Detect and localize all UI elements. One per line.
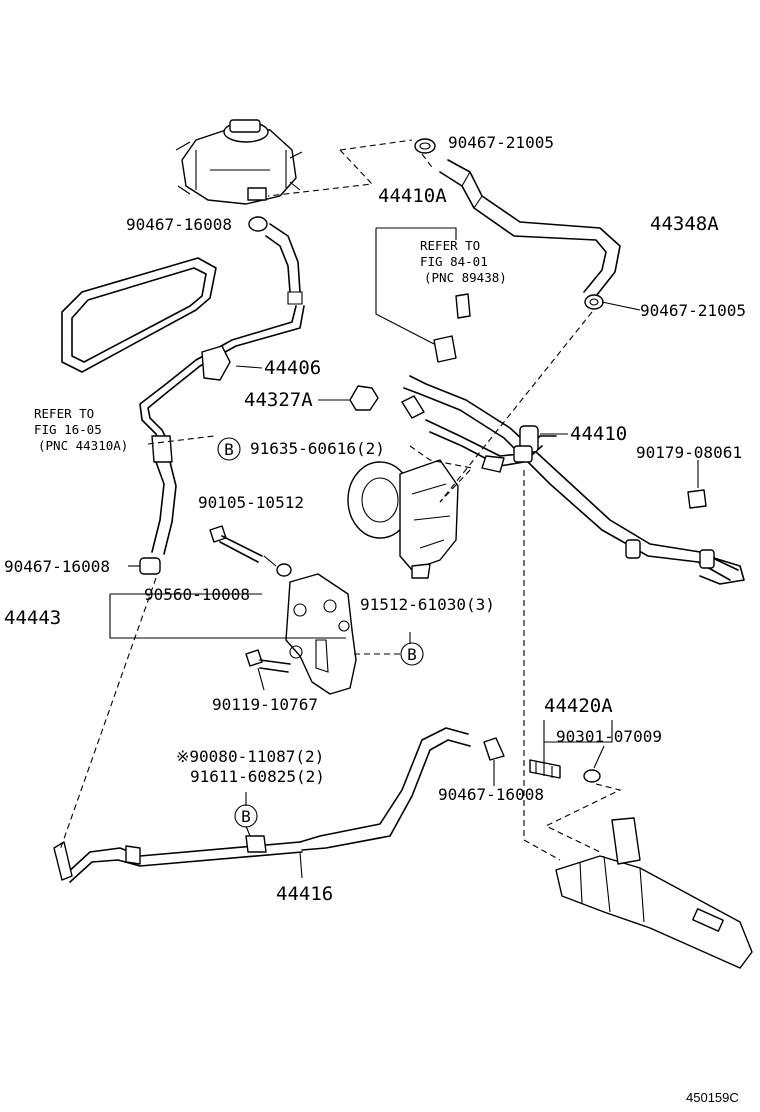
clamp-90467-21005-top [414,138,436,154]
clamp-90467-16008-bottom [483,737,505,761]
pressure-switch [433,293,471,363]
label-44410a: 44410A [378,185,447,207]
label-44443: 44443 [4,607,61,629]
label-44420a: 44420A [544,695,613,717]
bolt-90119-10767 [245,649,291,673]
callout-b-3: B [234,804,258,828]
clamp-90467-16008-top [248,216,268,232]
union-44420a [529,759,561,779]
hose-lower-left [139,435,177,575]
callout-b-1-label: B [224,440,234,459]
hose-reservoir-to-pump [265,223,303,305]
label-90467-21005-right: 90467-21005 [640,301,746,320]
note-pnc-89438: (PNC 89438) [424,270,507,285]
power-steering-pump [347,459,459,579]
note-refer-to-84: REFER TO [420,238,480,253]
label-91635-60616: 91635-60616(2) [250,439,385,458]
label-90119-10767: 90119-10767 [212,695,318,714]
label-44410: 44410 [570,423,627,445]
note-pnc-44310a: (PNC 44310A) [38,438,128,453]
callout-b-2: B [400,642,424,666]
label-90301-07009: 90301-07009 [556,727,662,746]
label-90105-10512: 90105-10512 [198,493,304,512]
callout-b-3-label: B [241,807,251,826]
label-90467-21005-top: 90467-21005 [448,133,554,152]
drive-belt [61,257,217,373]
hose-44348a [439,159,621,297]
diagram-code: 450159C [686,1090,739,1105]
pressure-line-44410 [401,375,745,585]
label-90467-16008-left: 90467-16008 [4,557,110,576]
clip-44327a [349,385,379,411]
callout-b-1: B [217,437,241,461]
label-44348a: 44348A [650,213,719,235]
gasket-90301-07009 [583,769,601,783]
pump-bracket-44443 [285,573,357,695]
label-44416: 44416 [276,883,333,905]
label-91512-61030: 91512-61030(3) [360,595,495,614]
steering-gear [555,817,753,969]
label-90467-16008-bottom: 90467-16008 [438,785,544,804]
clamp-90467-21005-right [584,294,604,310]
plug-90179-08061 [687,489,707,509]
leader-lines [59,139,699,879]
label-90179-08061: 90179-08061 [636,443,742,462]
washer-90560-10008 [276,563,292,577]
label-44406: 44406 [264,357,321,379]
pressure-tube-44406 [139,305,305,449]
reservoir-tank [175,119,303,205]
label-91611-60825: 91611-60825(2) [190,767,325,786]
note-fig-84-01: FIG 84-01 [420,254,488,269]
return-hose-44416 [53,727,471,883]
label-90467-16008-top: 90467-16008 [126,215,232,234]
label-44327a: 44327A [244,389,313,411]
note-fig-16-05: FIG 16-05 [34,422,102,437]
label-90080-11087: ※90080-11087(2) [176,747,324,766]
callout-b-2-label: B [407,645,417,664]
note-refer-to-16: REFER TO [34,406,94,421]
label-90560-10008: 90560-10008 [144,585,250,604]
bolt-90105-10512 [209,525,263,563]
